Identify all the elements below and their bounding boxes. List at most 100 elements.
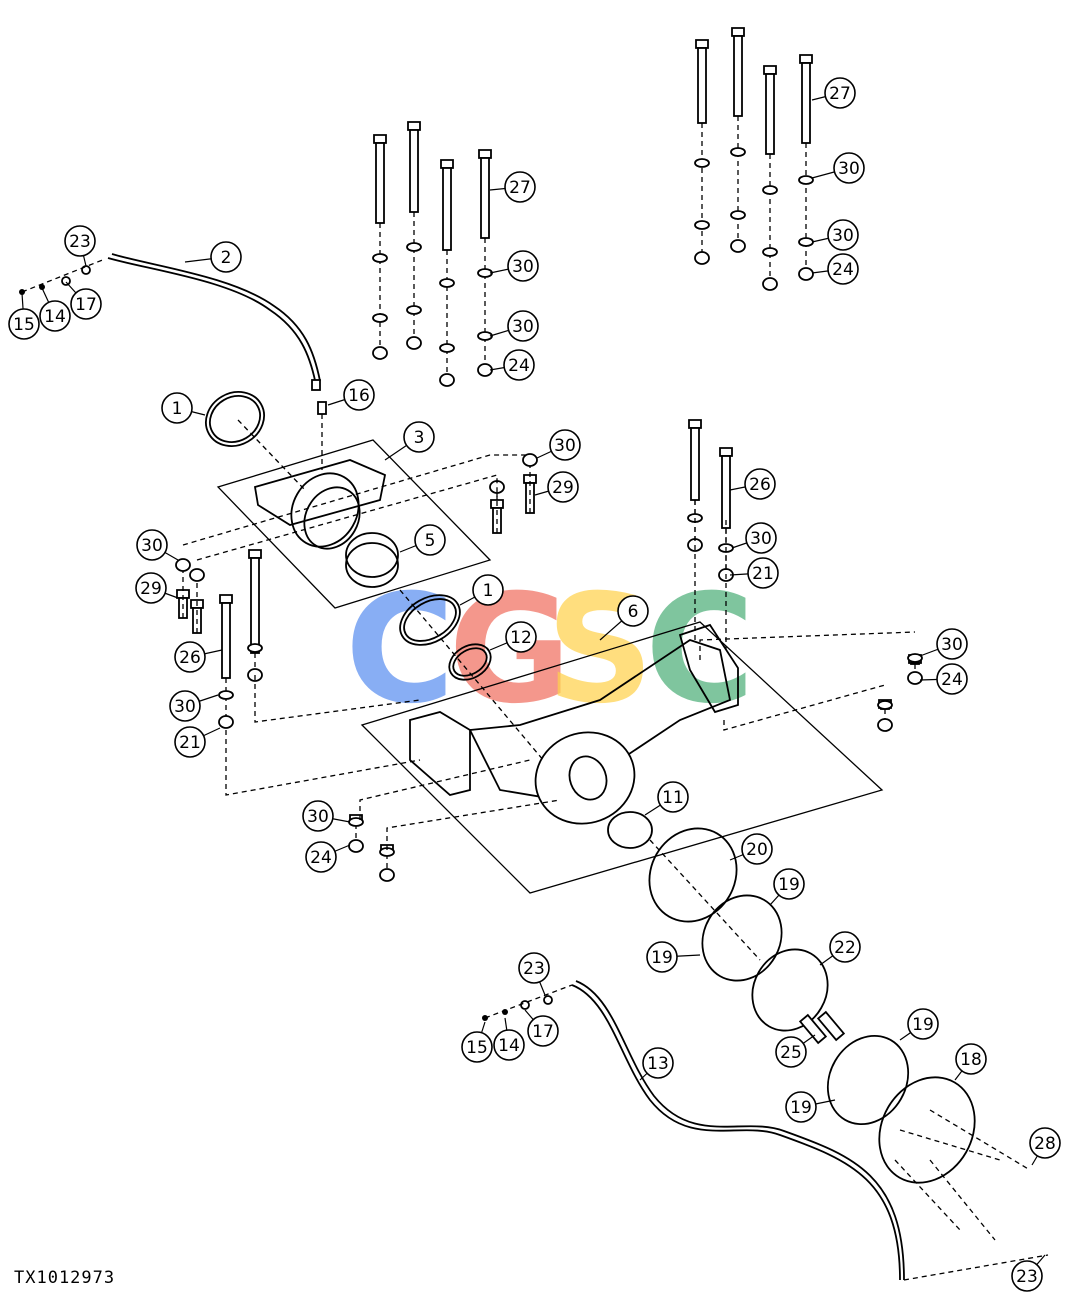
hub-cover-stack — [648, 827, 1031, 1241]
bolt-head — [176, 589, 190, 599]
callout-number: 29 — [140, 579, 162, 599]
callout-number: 20 — [746, 840, 768, 860]
washer — [348, 817, 364, 827]
watermark-letter-s: S — [546, 563, 654, 737]
bolt-shank — [250, 557, 260, 654]
callout-number: 14 — [44, 307, 66, 327]
hex-nut — [762, 277, 778, 291]
bolt-head — [523, 474, 537, 484]
callout-circle — [472, 574, 504, 606]
callout-23c: 23 — [1011, 1254, 1046, 1292]
callout-19b: 19 — [646, 941, 701, 973]
callout-20: 20 — [729, 833, 773, 865]
washer — [218, 690, 234, 700]
callout-number: 24 — [941, 670, 963, 690]
washer — [477, 268, 493, 278]
callout-circle — [64, 225, 96, 257]
callout-circle — [833, 152, 865, 184]
bolt-shank — [221, 602, 231, 679]
callout-11: 11 — [644, 781, 689, 816]
callout-circle — [8, 308, 40, 340]
callout-30d: 30 — [811, 219, 859, 251]
washer — [372, 253, 388, 263]
hex-nut — [877, 718, 893, 732]
callout-circle — [507, 250, 539, 282]
callout-number: 21 — [179, 733, 201, 753]
bolt-head — [799, 54, 813, 64]
callout-30j: 30 — [302, 800, 351, 832]
callout-number: 19 — [778, 875, 800, 895]
washer — [877, 700, 893, 710]
callout-circle — [745, 522, 777, 554]
callout-circle — [174, 641, 206, 673]
hex-nut — [798, 267, 814, 281]
callout-circle — [505, 621, 537, 653]
callout-30f: 30 — [136, 529, 179, 561]
callout-number: 29 — [552, 478, 574, 498]
washer — [730, 210, 746, 220]
callout-30h: 30 — [731, 522, 777, 554]
bolt-shank — [442, 167, 452, 251]
callout-number: 15 — [466, 1038, 488, 1058]
callout-1a: 1 — [161, 392, 206, 424]
callout-29a: 29 — [534, 471, 579, 503]
callout-number: 23 — [1016, 1267, 1038, 1287]
washer — [762, 247, 778, 257]
callout-30c: 30 — [811, 152, 865, 184]
bolt-head — [219, 594, 233, 604]
callout-24a: 24 — [489, 349, 535, 381]
bolt-head — [407, 121, 421, 131]
callout-3: 3 — [384, 421, 435, 461]
callout-circle — [343, 379, 375, 411]
bolt-head — [440, 159, 454, 169]
callout-number: 24 — [508, 356, 530, 376]
callout-number: 19 — [790, 1098, 812, 1118]
callout-circle — [493, 1029, 525, 1061]
washer — [798, 175, 814, 185]
callout-circle — [646, 941, 678, 973]
hex-nut — [218, 715, 234, 729]
callout-number: 26 — [749, 475, 771, 495]
bolt-shank — [409, 129, 419, 213]
callout-19d: 19 — [785, 1091, 836, 1123]
washer — [694, 158, 710, 168]
callout-number: 30 — [941, 635, 963, 655]
callout-circle — [70, 288, 102, 320]
axle-frame-6 — [360, 621, 884, 961]
callout-circle — [1011, 1260, 1043, 1292]
bolt-shank — [480, 157, 490, 239]
callout-number: 30 — [307, 807, 329, 827]
callout-number: 28 — [1034, 1134, 1056, 1154]
callout-number: 1 — [172, 399, 183, 419]
callout-circle — [936, 663, 968, 695]
bolt-shank — [733, 35, 743, 117]
bolt-head — [478, 149, 492, 159]
hex-nut — [439, 373, 455, 387]
callout-number: 22 — [834, 938, 856, 958]
callout-24b: 24 — [811, 253, 859, 285]
callout-25: 25 — [775, 1034, 816, 1068]
callout-24c: 24 — [919, 663, 968, 695]
hex-nut — [694, 251, 710, 265]
callout-30g: 30 — [169, 690, 219, 722]
callout-circle — [305, 841, 337, 873]
callout-number: 6 — [628, 602, 639, 622]
callout-27a: 27 — [489, 171, 536, 203]
callout-2: 2 — [184, 241, 242, 273]
callout-21b: 21 — [729, 557, 779, 589]
bolt-head — [763, 65, 777, 75]
callout-16: 16 — [327, 379, 375, 411]
callout-number: 30 — [512, 317, 534, 337]
callout-number: 3 — [414, 428, 425, 448]
watermark-letter-c1: C — [345, 563, 455, 737]
callout-circle — [507, 310, 539, 342]
callout-number: 30 — [141, 536, 163, 556]
callout-circle — [1029, 1127, 1061, 1159]
hex-nut — [730, 239, 746, 253]
callout-circle — [617, 595, 649, 627]
callout-circle — [547, 471, 579, 503]
callout-number: 24 — [310, 848, 332, 868]
callout-number: 30 — [832, 226, 854, 246]
hex-nut — [379, 868, 395, 882]
